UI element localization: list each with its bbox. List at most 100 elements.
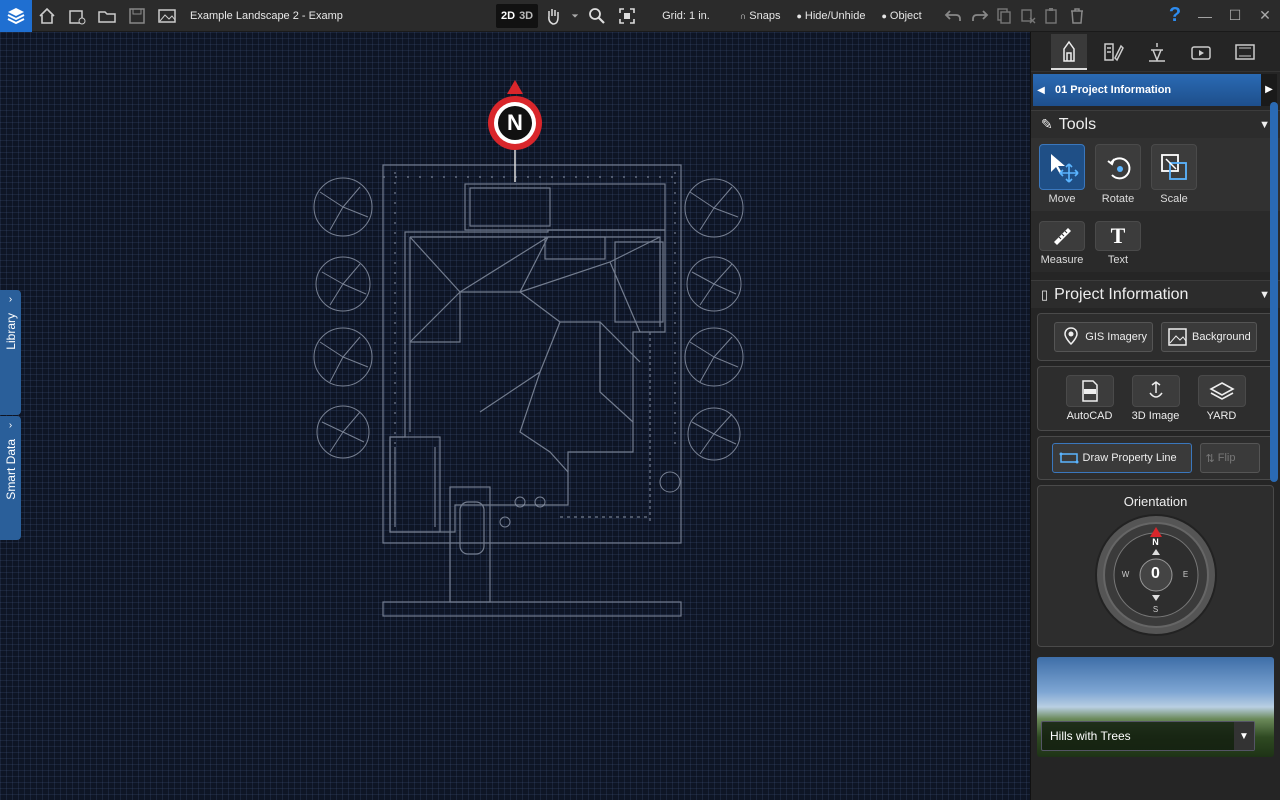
panel-tabs	[1031, 32, 1280, 72]
image-icon[interactable]	[152, 0, 182, 32]
object-button[interactable]: ● Object	[873, 10, 929, 22]
video-icon	[1191, 45, 1211, 60]
chevron-down-icon[interactable]	[568, 0, 582, 32]
tab-materials[interactable]	[1095, 34, 1131, 70]
library-tab[interactable]: › Library	[0, 290, 21, 415]
document-title: Example Landscape 2 - Examp	[190, 9, 343, 22]
rotate-tool[interactable]: Rotate	[1095, 144, 1141, 205]
flip-label: Flip	[1217, 452, 1236, 464]
snaps-label: Snaps	[749, 9, 781, 22]
compass-dial[interactable]: N S E W 0	[1094, 513, 1218, 637]
move-icon	[1039, 144, 1085, 190]
compass-s-label: S	[1152, 605, 1159, 614]
background-select[interactable]: Hills with Trees ▼	[1041, 721, 1255, 751]
save-icon[interactable]	[122, 0, 152, 32]
zoom-icon[interactable]	[582, 0, 612, 32]
view-3d-button[interactable]: 3D	[519, 9, 534, 22]
chevron-right-icon: ›	[8, 420, 13, 431]
autocad-button[interactable]: AutoCAD	[1064, 375, 1116, 422]
text-label: Text	[1107, 254, 1129, 266]
minimize-icon[interactable]: —	[1198, 7, 1212, 24]
project-info-header[interactable]: ▯ Project Information ▼	[1031, 280, 1280, 308]
help-button[interactable]: ?	[1168, 4, 1182, 26]
dwg-file-icon	[1065, 375, 1114, 407]
cut-icon[interactable]	[1016, 0, 1040, 32]
property-line-group: Draw Property Line ⇅ Flip	[1037, 436, 1274, 480]
view-mode-toggle[interactable]: 2D 3D	[496, 3, 539, 28]
chevron-down-icon: ▼	[1259, 118, 1270, 131]
gis-imagery-label: GIS Imagery	[1085, 331, 1148, 343]
yard-button[interactable]: YARD	[1196, 375, 1248, 422]
eye-icon: ●	[796, 10, 802, 21]
north-label: N	[507, 110, 523, 135]
tools-grid: Move Rotate Scale	[1031, 138, 1280, 211]
chevron-right-icon: ›	[8, 294, 13, 305]
smart-data-tab[interactable]: › Smart Data	[0, 416, 21, 540]
section-nav-title[interactable]: 01 Project Information	[1055, 84, 1172, 96]
snaps-button[interactable]: ∩ Snaps	[732, 10, 789, 22]
tools-header[interactable]: ✎ Tools ▼	[1031, 110, 1280, 138]
tab-design[interactable]	[1051, 33, 1087, 70]
drawing-canvas[interactable]: N › Library › Smart Data	[0, 32, 1030, 800]
app-logo-icon[interactable]	[0, 0, 32, 32]
copy-icon[interactable]	[992, 0, 1016, 32]
3d-image-button[interactable]: 3D Image	[1130, 375, 1182, 422]
tab-scene[interactable]	[1139, 34, 1175, 70]
right-panel: ◀ 01 Project Information ▶ ✎ Tools ▼ Mov…	[1030, 32, 1280, 800]
top-toolbar: Example Landscape 2 - Examp 2D 3D Grid: …	[0, 0, 1280, 32]
move-tool[interactable]: Move	[1039, 144, 1085, 205]
property-line-icon	[1059, 452, 1078, 464]
compass-e-label: E	[1182, 570, 1189, 579]
scale-icon	[1151, 144, 1197, 190]
tab-presentation[interactable]	[1227, 34, 1263, 70]
background-select-value: Hills with Trees	[1050, 729, 1131, 743]
maximize-icon[interactable]: ☐	[1228, 7, 1242, 23]
library-tab-label: Library	[3, 313, 18, 350]
grid-setting[interactable]: Grid: 1 in.	[662, 9, 710, 22]
zoom-extents-icon[interactable]	[612, 0, 642, 32]
orientation-title: Orientation	[1123, 494, 1188, 509]
import-group: AutoCAD 3D Image YARD	[1037, 366, 1274, 431]
redo-icon[interactable]	[968, 0, 992, 32]
trash-icon[interactable]	[1064, 0, 1090, 32]
section-nav: ◀ 01 Project Information ▶	[1033, 74, 1277, 106]
north-arrow-marker	[488, 80, 542, 182]
smart-data-tab-label: Smart Data	[3, 439, 18, 500]
background-label: Background	[1192, 331, 1251, 343]
undo-icon[interactable]	[938, 0, 968, 32]
background-preview-image: Hills with Trees ▼	[1037, 657, 1274, 757]
magnet-icon: ∩	[739, 10, 747, 21]
scale-tool[interactable]: Scale	[1151, 144, 1197, 205]
new-file-icon[interactable]	[62, 0, 92, 32]
background-image-icon	[1168, 328, 1187, 346]
hide-unhide-button[interactable]: ● Hide/Unhide	[788, 10, 873, 22]
measure-icon	[1039, 221, 1085, 251]
view-2d-button[interactable]: 2D	[501, 9, 516, 22]
panel-scrollbar[interactable]	[1270, 72, 1280, 502]
flip-button[interactable]: ⇅ Flip	[1199, 443, 1260, 473]
map-pin-icon	[1064, 327, 1079, 346]
draw-property-line-button[interactable]: Draw Property Line	[1051, 443, 1192, 473]
gis-imagery-button[interactable]: GIS Imagery	[1054, 322, 1154, 352]
clipboard-icon: ▯	[1041, 286, 1049, 302]
scrollbar-thumb[interactable]	[1270, 102, 1278, 482]
background-button[interactable]: Background	[1161, 322, 1257, 352]
nav-next-icon[interactable]: ▶	[1261, 74, 1277, 106]
tools-header-label: Tools	[1058, 115, 1097, 133]
close-icon[interactable]: ✕	[1259, 7, 1271, 23]
scene-lamp-icon	[1149, 42, 1165, 62]
text-tool[interactable]: T Text	[1095, 221, 1141, 266]
imagery-group: GIS Imagery Background	[1037, 313, 1274, 361]
tools-icon: ✎	[1041, 116, 1053, 132]
draw-property-line-label: Draw Property Line	[1082, 452, 1177, 464]
home-icon[interactable]	[32, 0, 62, 32]
tab-video[interactable]	[1183, 34, 1219, 70]
nav-prev-icon[interactable]: ◀	[1037, 84, 1045, 96]
pan-hand-icon[interactable]	[538, 0, 568, 32]
orientation-group: Orientation N S E W 0	[1037, 485, 1274, 647]
open-folder-icon[interactable]	[92, 0, 122, 32]
measure-label: Measure	[1040, 254, 1084, 266]
site-plan-drawing	[313, 80, 744, 617]
paste-icon[interactable]	[1040, 0, 1064, 32]
measure-tool[interactable]: Measure	[1039, 221, 1085, 266]
